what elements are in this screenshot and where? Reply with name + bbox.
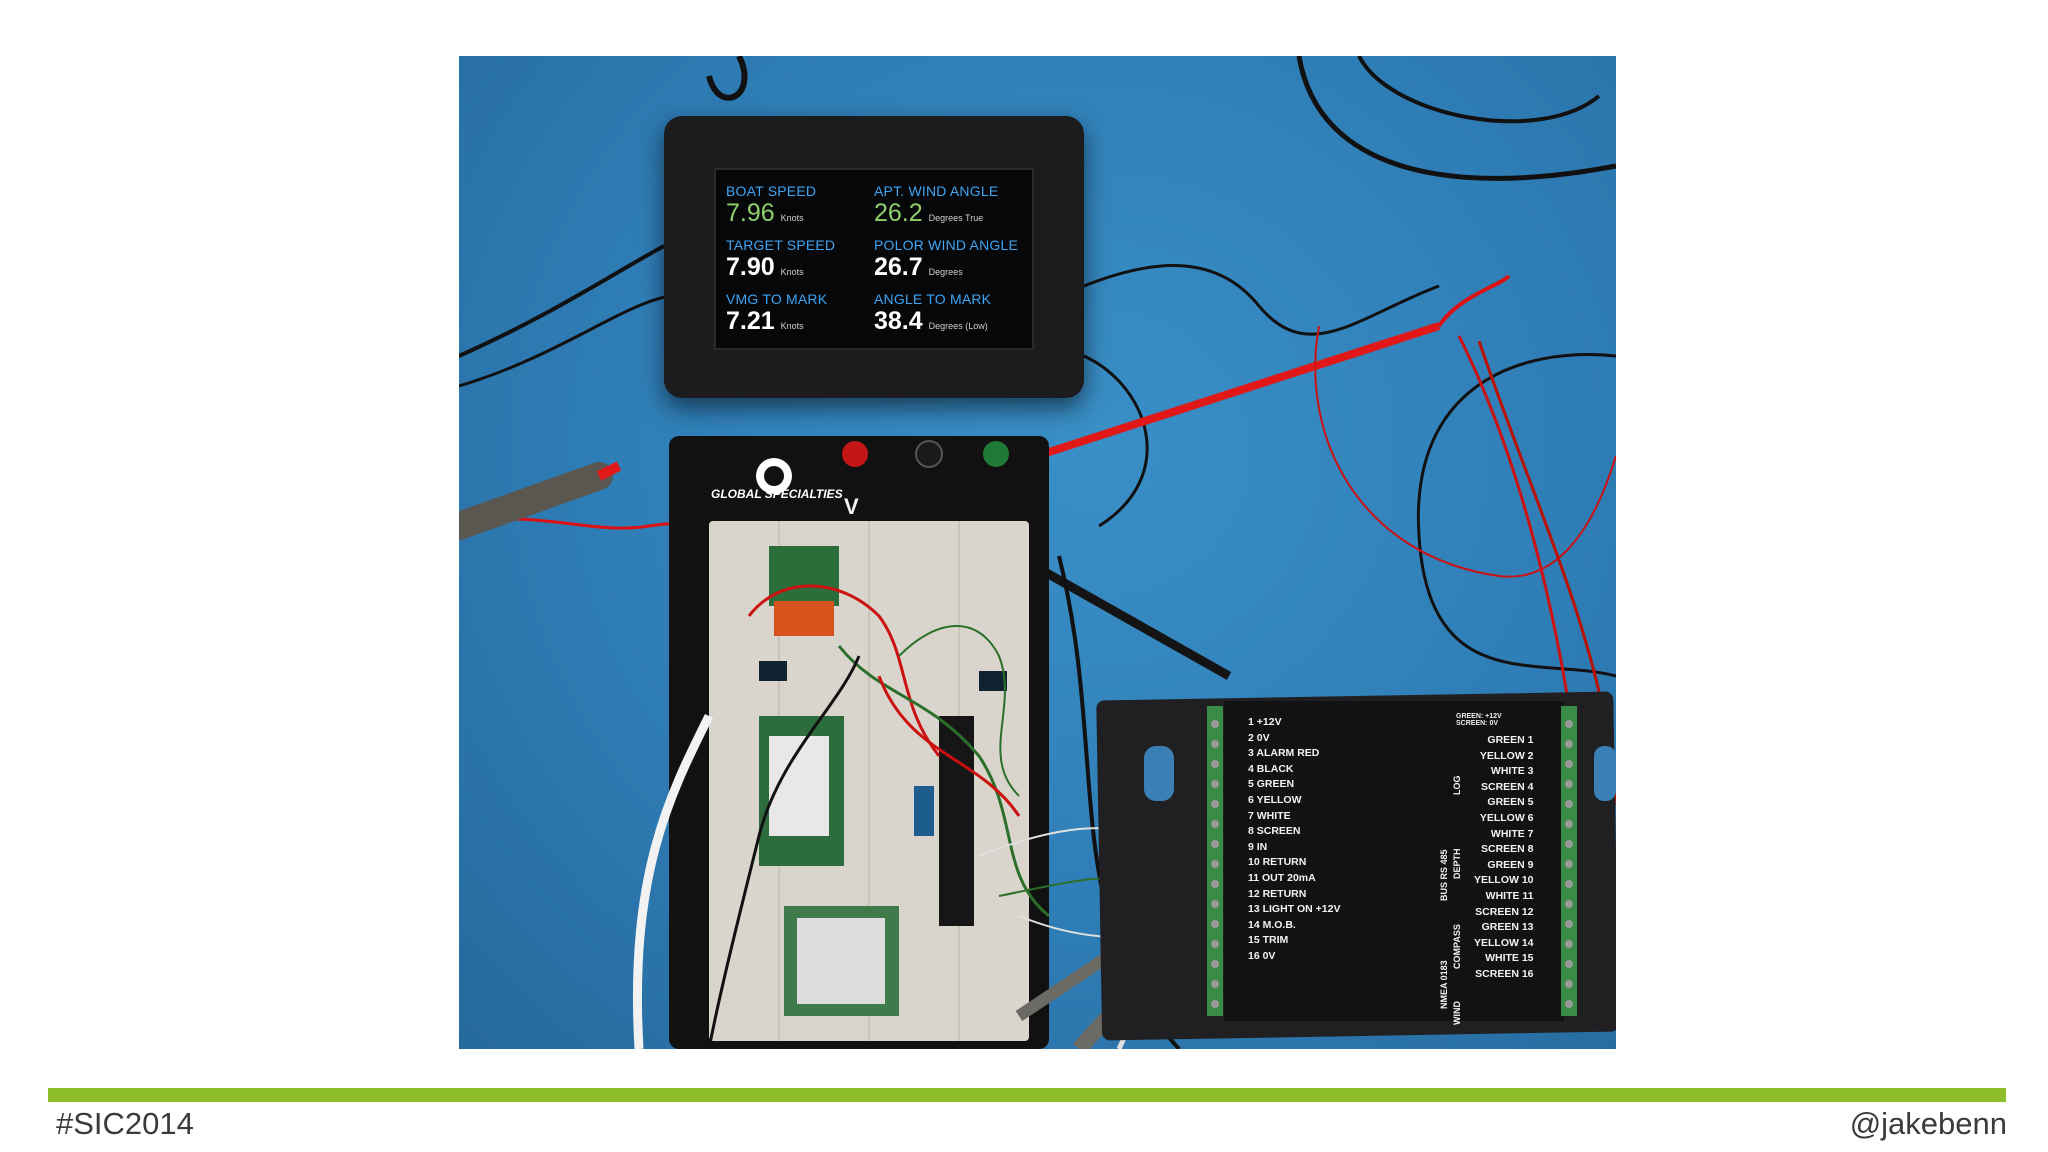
metric-label: BOAT SPEED — [726, 182, 817, 199]
terminal-label: 13 LIGHT ON +12V — [1248, 903, 1341, 916]
terminal-label: YELLOW 6 — [1479, 811, 1534, 824]
group-label: WIND — [1452, 1001, 1462, 1025]
terminal-label: 1 +12V — [1248, 716, 1282, 728]
metric-unit: Knots — [780, 266, 804, 277]
terminal-label: 4 BLACK — [1248, 762, 1294, 775]
metric-unit: Degrees (Low) — [928, 320, 988, 331]
terminal-label: 16 0V — [1248, 949, 1276, 962]
right-terminal-labels: GREEN 1 YELLOW 2 WHITE 3 SCREEN 4 GREEN 5 YEL… — [1474, 733, 1534, 983]
terminal-label: 8 SCREEN — [1248, 825, 1301, 838]
metric-label: ANGLE TO MARK — [874, 290, 992, 307]
metric-label: VMG TO MARK — [726, 290, 828, 307]
metric-value: 7.21 — [726, 306, 775, 335]
terminal-label: 3 ALARM RED — [1248, 747, 1320, 760]
terminal-label: 6 YELLOW — [1248, 793, 1302, 806]
terminal-label: SCREEN 8 — [1481, 843, 1534, 856]
breadboard-brand: GLOBAL SPECIALTIES — [711, 487, 843, 501]
metric-label: POLOR WIND ANGLE — [874, 236, 1019, 253]
metric-value: 7.96 — [726, 198, 775, 227]
metric-boat-speed: BOAT SPEED 7.96 Knots — [726, 178, 874, 232]
terminal-label: 15 TRIM — [1248, 934, 1289, 947]
metric-unit: Knots — [780, 320, 804, 331]
metric-target-speed: TARGET SPEED 7.90 Knots — [726, 232, 874, 286]
footer-accent-bar — [48, 1088, 2006, 1102]
metric-label: TARGET SPEED — [726, 236, 836, 253]
metric-label: APT. WIND ANGLE — [874, 182, 999, 199]
photo-scene — [459, 56, 1616, 1049]
terminal-label: GREEN 9 — [1487, 858, 1534, 871]
terminal-label: GREEN 1 — [1487, 734, 1534, 746]
terminal-label: GREEN 5 — [1487, 796, 1534, 809]
metric-unit: Degrees True — [928, 212, 984, 223]
terminal-label: WHITE 7 — [1490, 827, 1534, 840]
metric-value: 26.2 — [874, 198, 923, 227]
metric-unit: Degrees — [928, 266, 963, 277]
group-label: DEPTH — [1452, 848, 1462, 879]
terminal-label: SCREEN 4 — [1481, 780, 1534, 793]
terminal-label: 11 OUT 20mA — [1248, 871, 1316, 884]
group-label: LOG — [1452, 775, 1462, 796]
metric-polar-wind-angle: POLOR WIND ANGLE 26.7 Degrees — [874, 232, 1022, 286]
terminal-label: WHITE 15 — [1485, 952, 1534, 965]
terminal-label: SCREEN 12 — [1475, 905, 1534, 918]
group-label: COMPASS — [1452, 924, 1462, 969]
terminal-label: GREEN 13 — [1481, 921, 1534, 934]
terminal-label: SCREEN 16 — [1475, 967, 1534, 980]
terminal-label: WHITE 11 — [1485, 889, 1534, 902]
terminal-label: YELLOW 2 — [1479, 749, 1534, 762]
metric-vmg-to-mark: VMG TO MARK 7.21 Knots — [726, 286, 874, 340]
footer-handle: @jakebenn — [1849, 1106, 2007, 1141]
terminal-label: 10 RETURN — [1248, 856, 1307, 869]
metric-value: 7.90 — [726, 252, 775, 281]
metric-value: 38.4 — [874, 306, 923, 335]
terminal-label: 5 GREEN — [1248, 778, 1295, 791]
metric-unit: Knots — [780, 212, 804, 223]
metric-apparent-wind-angle: APT. WIND ANGLE 26.2 Degrees True — [874, 178, 1022, 232]
terminal-label: YELLOW 14 — [1474, 936, 1534, 949]
group-label: BUS RS 485 — [1439, 849, 1449, 901]
metric-angle-to-mark: ANGLE TO MARK 38.4 Degrees (Low) — [874, 286, 1022, 340]
group-label: NMEA 0183 — [1439, 960, 1449, 1009]
terminal-label: 2 0V — [1248, 731, 1270, 744]
left-terminal-labels: 1 +12V 2 0V 3 ALARM RED 4 BLACK 5 GREEN 6 YEL… — [1248, 715, 1341, 965]
terminal-label: WHITE 3 — [1490, 765, 1534, 778]
terminal-label: 9 IN — [1248, 840, 1268, 853]
terminal-label: 14 M.O.B. — [1248, 918, 1296, 931]
breadboard-voltage-label: V — [844, 494, 859, 519]
terminal-label: YELLOW 10 — [1474, 874, 1534, 887]
right-header: GREEN: +12V SCREEN: 0V — [1456, 713, 1502, 727]
terminal-label: 7 WHITE — [1248, 809, 1291, 822]
footer-hashtag: #SIC2014 — [56, 1106, 194, 1141]
terminal-label: 12 RETURN — [1248, 887, 1307, 900]
nmea-junction-box: 1 +12V 2 0V 3 ALARM RED 4 BLACK 5 GREEN 6 YEL… — [1224, 709, 1554, 1025]
metric-value: 26.7 — [874, 252, 923, 281]
